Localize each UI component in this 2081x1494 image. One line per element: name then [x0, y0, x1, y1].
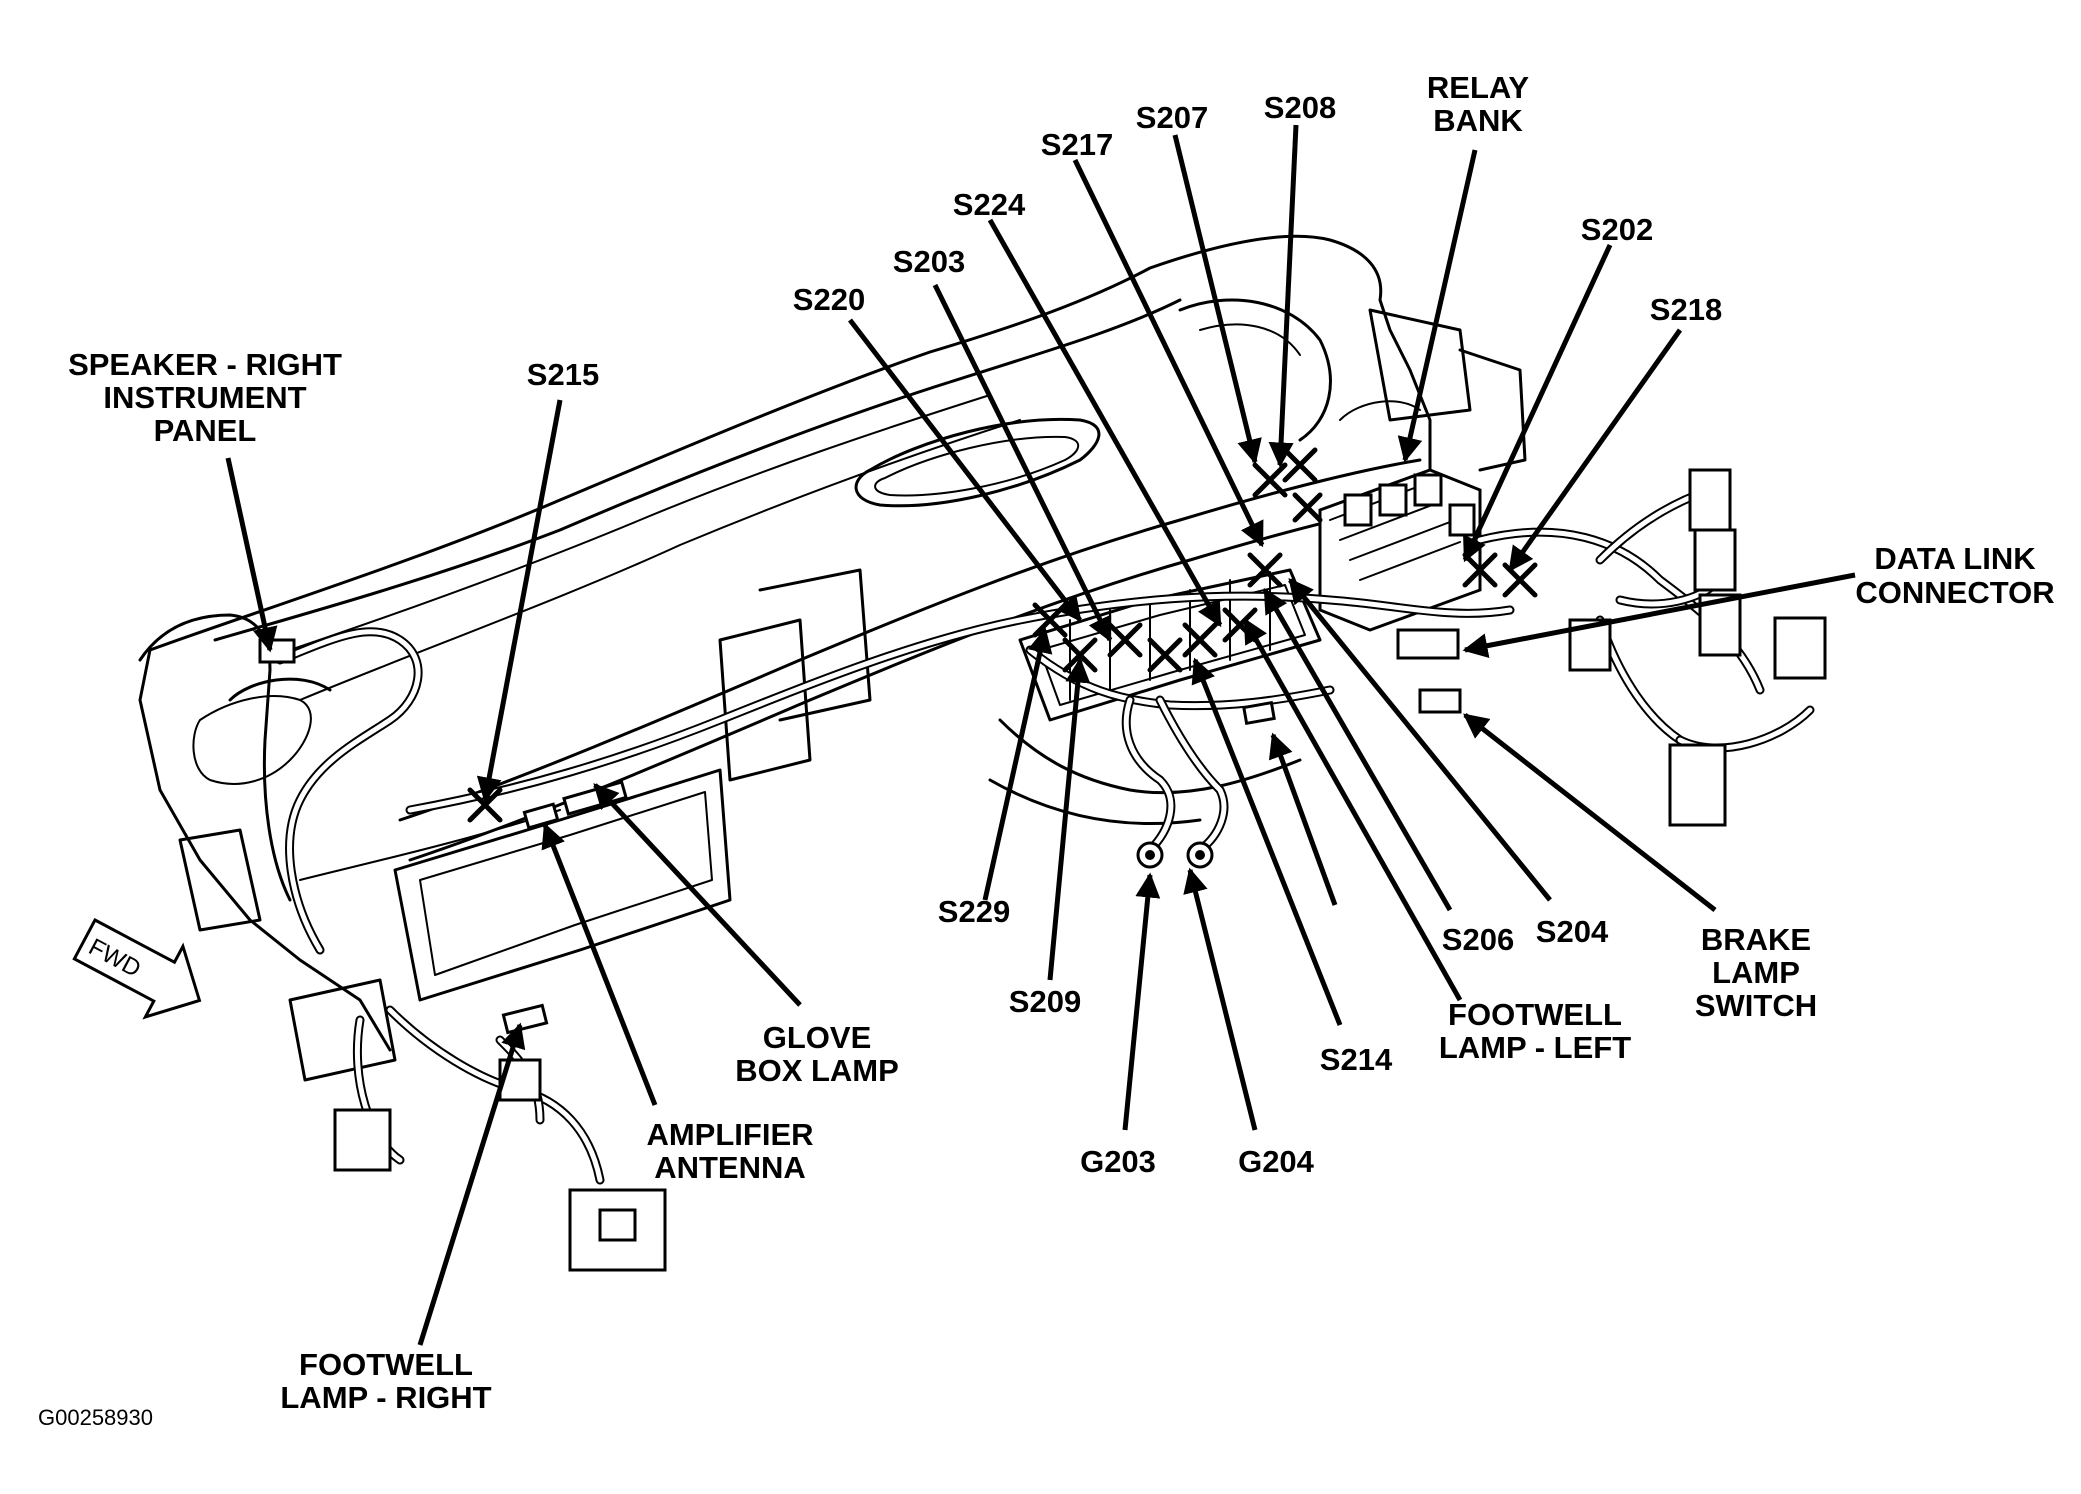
leader-glove-box-lamp: [593, 783, 802, 1007]
label-s214: S214: [1320, 1042, 1393, 1077]
leader-s215: [476, 399, 563, 803]
label-s217: S217: [1041, 127, 1113, 162]
label-amplifier-antenna-line2: ANTENNA: [654, 1150, 806, 1185]
label-data-link-connector-line1: DATA LINK: [1874, 541, 2036, 576]
label-g204: G204: [1238, 1144, 1315, 1179]
figure-id: G00258930: [38, 1405, 153, 1430]
label-s209: S209: [1009, 984, 1081, 1019]
instrument-panel-structure: [138, 234, 1527, 1082]
label-s229: S229: [938, 894, 1010, 929]
leader-s208: [1268, 124, 1299, 468]
label-s207: S207: [1136, 100, 1208, 135]
leader-g204: [1183, 867, 1258, 1131]
label-s224: S224: [953, 187, 1026, 222]
label-s203: S203: [893, 244, 965, 279]
wiring-harness: [258, 468, 1827, 1272]
label-s204: S204: [1536, 914, 1609, 949]
leader-s204: [1288, 578, 1552, 902]
leader-brake-lamp-switch: [1463, 713, 1717, 912]
leader-footwell-lamp-left-2: [1268, 732, 1338, 906]
label-footwell-lamp-right-line1: FOOTWELL: [299, 1347, 473, 1382]
label-speaker-right-line2: INSTRUMENT: [103, 380, 306, 415]
label-footwell-lamp-left-line2: LAMP - LEFT: [1439, 1030, 1631, 1065]
label-g203: G203: [1080, 1144, 1156, 1179]
leader-s217: [1072, 158, 1265, 548]
label-footwell-lamp-left-line1: FOOTWELL: [1448, 997, 1622, 1032]
label-relay-bank-line1: RELAY: [1427, 70, 1530, 105]
label-speaker-right-line3: PANEL: [154, 413, 257, 448]
label-footwell-lamp-right-line2: LAMP - RIGHT: [280, 1380, 491, 1415]
label-brake-lamp-switch-line2: LAMP: [1712, 955, 1800, 990]
label-brake-lamp-switch-line3: SWITCH: [1695, 988, 1817, 1023]
label-data-link-connector-line2: CONNECTOR: [1855, 575, 2054, 610]
leader-footwell-lamp-right: [417, 1022, 526, 1346]
leader-s209: [1047, 657, 1091, 981]
callout-labels: SPEAKER - RIGHT INSTRUMENT PANEL S215 S2…: [38, 70, 2055, 1430]
label-amplifier-antenna-line1: AMPLIFIER: [646, 1117, 813, 1152]
label-brake-lamp-switch-line1: BRAKE: [1701, 922, 1811, 957]
leader-s207: [1172, 134, 1262, 465]
label-glove-box-lamp-line1: GLOVE: [763, 1020, 872, 1055]
label-s202: S202: [1581, 212, 1653, 247]
label-s220: S220: [793, 282, 865, 317]
leader-speaker-right: [225, 457, 278, 653]
leader-s224: [987, 218, 1223, 628]
leader-s229: [982, 627, 1053, 901]
leader-relay-bank: [1397, 149, 1478, 463]
label-s208: S208: [1264, 90, 1336, 125]
leader-lines: [225, 124, 1856, 1346]
label-speaker-right-line1: SPEAKER - RIGHT: [68, 347, 342, 382]
label-relay-bank-line2: BANK: [1433, 103, 1523, 138]
leader-s218: [1507, 328, 1683, 573]
leader-s206: [1262, 587, 1453, 912]
leader-amplifier-antenna: [541, 822, 658, 1106]
fwd-arrow-icon: FWD: [72, 917, 202, 1020]
leader-data-link-connector: [1462, 572, 1856, 659]
leader-s220: [848, 318, 1082, 622]
label-s206: S206: [1442, 922, 1514, 957]
leader-s202: [1462, 243, 1613, 563]
leader-s214: [1191, 657, 1343, 1026]
leader-footwell-lamp-left: [1242, 617, 1463, 1002]
leader-s203: [932, 283, 1113, 643]
leader-g203: [1122, 872, 1161, 1131]
label-s215: S215: [527, 357, 599, 392]
label-glove-box-lamp-line2: BOX LAMP: [735, 1053, 899, 1088]
label-s218: S218: [1650, 292, 1722, 327]
